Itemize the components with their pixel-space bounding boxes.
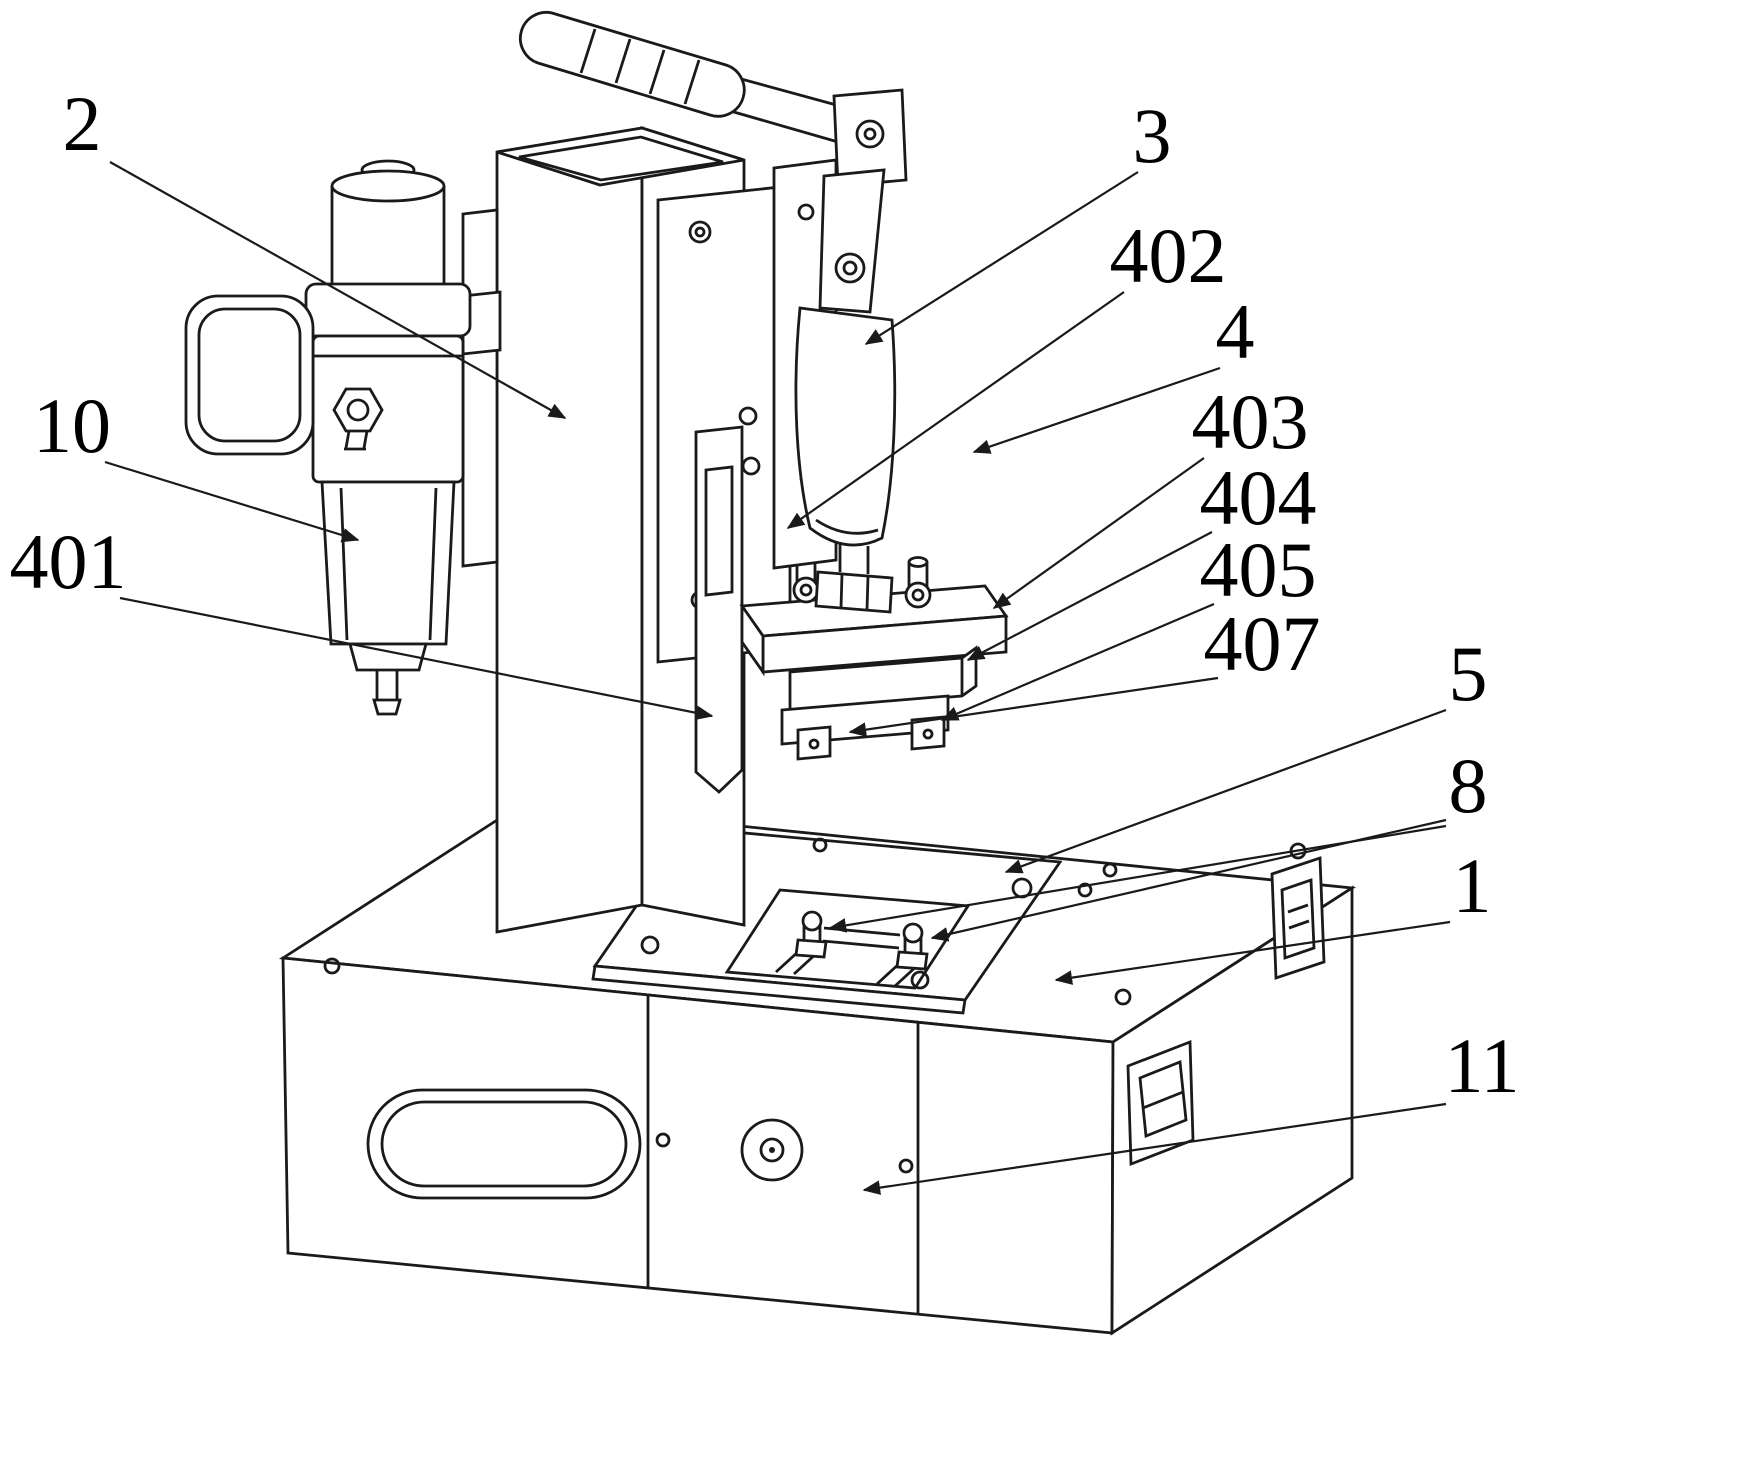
locating-pin-right <box>895 922 929 971</box>
handle-slot-outer <box>366 1088 642 1200</box>
part-label-2: 2 <box>63 80 102 167</box>
leader-5 <box>1004 708 1447 874</box>
part-label-8: 8 <box>1449 742 1488 829</box>
part-label-404: 404 <box>1200 454 1317 541</box>
filter-collar <box>304 282 472 338</box>
column-left-rail <box>461 208 499 568</box>
part-labels: 2 10 401 3 402 4 403 404 405 407 5 8 1 1… <box>10 80 1520 1109</box>
leader-4 <box>972 366 1221 454</box>
clamp-handle-grip <box>518 11 746 118</box>
filter-knob <box>184 294 315 456</box>
part-label-407: 407 <box>1204 600 1321 687</box>
plate-screw <box>688 220 712 244</box>
part-label-405: 405 <box>1200 526 1317 613</box>
plate-screw <box>738 406 758 426</box>
leader-8b <box>828 824 1447 933</box>
handle-slot-inner <box>380 1100 628 1188</box>
part-label-401: 401 <box>10 518 127 605</box>
column-top-opening <box>496 126 745 187</box>
filter-top-cap <box>330 169 446 203</box>
panel-screw-left <box>655 1132 671 1148</box>
clamp-cylinder <box>794 306 897 547</box>
air-filter-regulator <box>184 159 502 716</box>
press-foot-left <box>796 725 832 761</box>
panel-screw-right <box>898 1158 914 1174</box>
leader-402 <box>786 291 1125 529</box>
slide-rail-slot <box>704 465 734 597</box>
column-front-face <box>495 126 644 934</box>
plate-hole <box>812 837 828 853</box>
press-bolt-right <box>907 556 929 568</box>
leader-407 <box>848 676 1219 737</box>
base-right-face <box>1110 885 1354 1336</box>
column-inner-rim <box>518 135 724 182</box>
base-hole <box>1114 988 1132 1006</box>
leader-11 <box>862 1102 1447 1195</box>
leader-2 <box>109 161 567 419</box>
press-nut <box>814 570 894 614</box>
filter-valve <box>332 387 384 433</box>
part-label-403: 403 <box>1192 378 1309 465</box>
fixture-plate-edge <box>591 964 967 1015</box>
part-label-11: 11 <box>1444 1022 1519 1109</box>
pivot-pin-lower <box>834 252 866 284</box>
plate-hole <box>910 970 930 990</box>
leader-1 <box>1054 920 1451 985</box>
leader-lines <box>104 161 1451 1195</box>
base-hole <box>323 957 341 975</box>
side-socket <box>1270 856 1326 980</box>
panel-knob <box>740 1118 804 1182</box>
leader-401 <box>119 596 714 721</box>
mounting-plate <box>656 184 792 794</box>
part-label-1: 1 <box>1453 842 1492 929</box>
clamp-link-arm <box>818 168 886 314</box>
leader-404 <box>966 531 1213 661</box>
part-label-10: 10 <box>33 382 111 469</box>
leader-405 <box>940 602 1215 722</box>
base-hole <box>1077 882 1093 898</box>
fixture-pocket <box>724 888 971 990</box>
leader-3 <box>864 171 1139 345</box>
filter-bowl <box>320 480 456 646</box>
part-label-3: 3 <box>1133 92 1172 179</box>
slide-rail <box>694 425 744 794</box>
part-label-402: 402 <box>1110 212 1227 299</box>
toggle-clamp <box>518 11 908 614</box>
press-foot-right <box>910 715 946 751</box>
filter-drain <box>372 698 402 716</box>
part-label-5: 5 <box>1449 630 1488 717</box>
plate-hole <box>640 935 660 955</box>
leader-403 <box>992 457 1205 609</box>
part-label-4: 4 <box>1216 288 1255 375</box>
base-hole <box>1102 862 1118 878</box>
filter-bowl-cap <box>348 642 428 672</box>
pivot-pin-upper <box>855 119 885 149</box>
leader-10 <box>104 460 360 543</box>
locating-pin-left <box>794 910 828 959</box>
power-switch <box>1126 1039 1195 1167</box>
